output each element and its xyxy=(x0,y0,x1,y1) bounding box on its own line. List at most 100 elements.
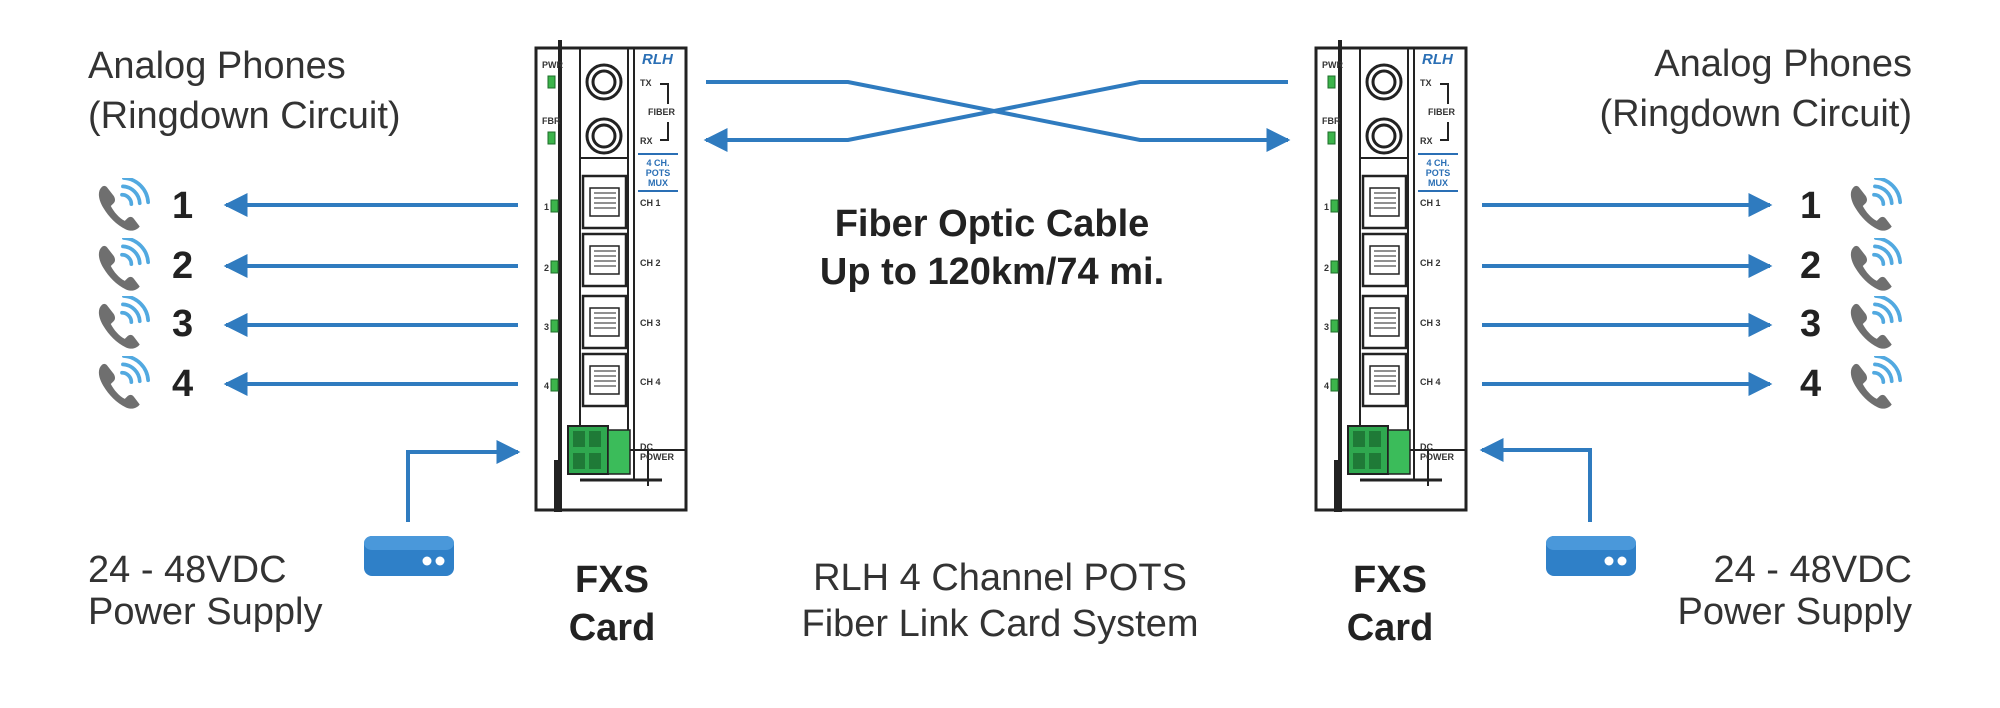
left-card-mux-line3: MUX xyxy=(648,178,668,188)
left-phone-3-icon xyxy=(96,296,150,351)
left-phones-title-line1: Analog Phones xyxy=(88,45,346,87)
right-card-dc-terminal xyxy=(1347,425,1411,475)
left-card-led-num-1: 1 xyxy=(544,202,549,212)
left-phones-title-line2: (Ringdown Circuit) xyxy=(88,95,401,137)
right-card-line2: Card xyxy=(1347,607,1434,649)
right-card-ch3-label: CH 3 xyxy=(1420,318,1441,328)
right-phones-title-line1: Analog Phones xyxy=(1654,43,1912,85)
left-card-tx-label: TX xyxy=(640,78,652,88)
left-card-pwr-label: PWR xyxy=(542,60,563,70)
left-channel-3: 3 xyxy=(172,303,193,345)
right-power-arrow xyxy=(1479,438,1592,522)
left-channel-2: 2 xyxy=(172,245,193,287)
left-card-jack-2 xyxy=(581,232,628,288)
left-card-fbr-led xyxy=(547,131,556,145)
right-card-ch4-label: CH 4 xyxy=(1420,377,1441,387)
right-side: Analog Phones (Ringdown Circuit) 1 2 3 4… xyxy=(1347,43,1912,649)
right-card-fiber-label: FIBER xyxy=(1428,107,1456,117)
right-card-led-4 xyxy=(1330,378,1339,392)
system-label-line2: Fiber Link Card System xyxy=(801,603,1198,645)
left-card-jack-4 xyxy=(581,352,628,408)
right-phone-2-icon xyxy=(1848,238,1902,293)
left-power-supply-icon xyxy=(364,536,454,576)
left-card-led-num-4: 4 xyxy=(544,381,549,391)
right-card-led-3 xyxy=(1330,319,1339,333)
left-card-led-num-3: 3 xyxy=(544,322,549,332)
left-card-ch2-label: CH 2 xyxy=(640,258,661,268)
right-card-led-num-1: 1 xyxy=(1324,202,1329,212)
left-card-rx-label: RX xyxy=(640,136,653,146)
right-card-led-num-2: 2 xyxy=(1324,263,1329,273)
left-channel-4: 4 xyxy=(172,363,193,405)
right-card-pwr-label: PWR xyxy=(1322,60,1343,70)
right-card-led-num-4: 4 xyxy=(1324,381,1329,391)
right-card-dc-line1: DC xyxy=(1420,442,1433,452)
left-channel-1: 1 xyxy=(172,185,193,227)
right-card-pwr-led xyxy=(1327,75,1336,89)
left-card-dc-line1: DC xyxy=(640,442,653,452)
right-fxs-card: PWR FBR RLH TX FIBER RX 4 CH. POTS MUX xyxy=(1314,40,1468,512)
left-card-led-2 xyxy=(550,260,559,274)
left-card-dc-line2: POWER xyxy=(640,452,675,462)
right-card-logo: RLH xyxy=(1422,51,1454,68)
left-card-led-3 xyxy=(550,319,559,333)
right-card-ch1-label: CH 1 xyxy=(1420,198,1441,208)
right-card-led-num-3: 3 xyxy=(1324,322,1329,332)
left-card-led-num-2: 2 xyxy=(544,263,549,273)
left-power-line2: Power Supply xyxy=(88,591,322,633)
left-card-jack-3 xyxy=(581,294,628,350)
left-card-pwr-led xyxy=(547,75,556,89)
right-card-line1: FXS xyxy=(1353,559,1427,601)
left-card-line1: FXS xyxy=(575,559,649,601)
right-channel-1: 1 xyxy=(1800,185,1821,227)
fiber-rx-line xyxy=(703,80,1288,152)
left-card-ch1-label: CH 1 xyxy=(640,198,661,208)
left-card-ch4-label: CH 4 xyxy=(640,377,661,387)
left-card-jack-1 xyxy=(581,174,628,230)
fiber-label-line2: Up to 120km/74 mi. xyxy=(820,251,1164,293)
right-card-mux-line1: 4 CH. xyxy=(1426,158,1449,168)
left-phone-4-icon xyxy=(96,356,150,411)
left-card-fbr-label: FBR xyxy=(542,116,561,126)
right-power-line1: 24 - 48VDC xyxy=(1713,549,1912,591)
right-card-jack-2 xyxy=(1361,232,1408,288)
right-card-led-1 xyxy=(1330,199,1339,213)
left-side: Analog Phones (Ringdown Circuit) 1 2 3 4… xyxy=(88,45,655,649)
left-card-fiber-label: FIBER xyxy=(648,107,676,117)
right-channel-2: 2 xyxy=(1800,245,1821,287)
left-card-led-1 xyxy=(550,199,559,213)
right-card-fbr-label: FBR xyxy=(1322,116,1341,126)
right-power-line2: Power Supply xyxy=(1678,591,1912,633)
right-phone-3-icon xyxy=(1848,296,1902,351)
fiber-label-line1: Fiber Optic Cable xyxy=(835,203,1150,245)
left-power-line1: 24 - 48VDC xyxy=(88,549,287,591)
left-card-dc-terminal xyxy=(567,425,631,475)
right-power-supply-icon xyxy=(1546,536,1636,576)
right-card-rx-label: RX xyxy=(1420,136,1433,146)
left-card-logo: RLH xyxy=(642,51,674,68)
right-card-tx-label: TX xyxy=(1420,78,1432,88)
right-card-led-2 xyxy=(1330,260,1339,274)
right-card-jack-4 xyxy=(1361,352,1408,408)
right-card-mux-line3: MUX xyxy=(1428,178,1448,188)
right-channel-4: 4 xyxy=(1800,363,1821,405)
left-card-led-4 xyxy=(550,378,559,392)
right-card-jack-3 xyxy=(1361,294,1408,350)
left-phone-1-icon xyxy=(96,178,150,233)
right-card-jack-1 xyxy=(1361,174,1408,230)
right-phone-4-icon xyxy=(1848,356,1902,411)
left-card-mux-line1: 4 CH. xyxy=(646,158,669,168)
right-card-dc-line2: POWER xyxy=(1420,452,1455,462)
right-channel-3: 3 xyxy=(1800,303,1821,345)
right-card-mux-line2: POTS xyxy=(1426,168,1451,178)
left-card-line2: Card xyxy=(569,607,656,649)
left-card-ch3-label: CH 3 xyxy=(640,318,661,328)
system-label-line1: RLH 4 Channel POTS xyxy=(813,557,1187,599)
right-phone-1-icon xyxy=(1848,178,1902,233)
left-card-mux-line2: POTS xyxy=(646,168,671,178)
fiber-cable: Fiber Optic Cable Up to 120km/74 mi. xyxy=(703,80,1291,293)
left-fxs-card: PWR FBR RLH TX FIBER RX 4 CH. POTS MUX xyxy=(534,40,688,512)
right-card-fbr-led xyxy=(1327,131,1336,145)
left-phone-2-icon xyxy=(96,238,150,293)
